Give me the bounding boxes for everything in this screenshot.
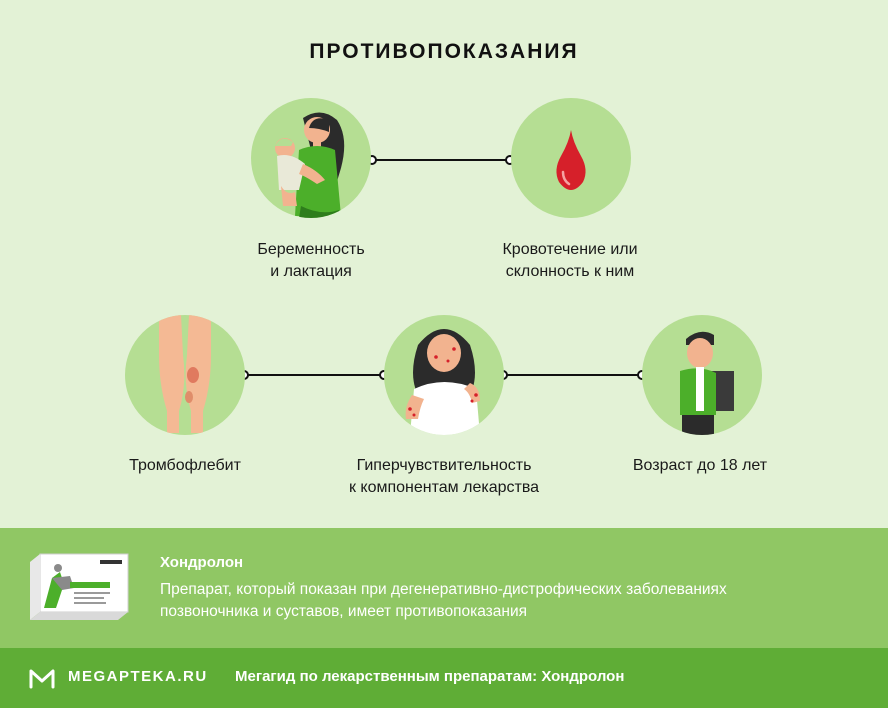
product-name: Хондролон [160, 554, 244, 571]
blood-drop-icon [511, 98, 631, 218]
label-line: склонность к ним [505, 263, 635, 280]
label-line: Беременность [257, 241, 365, 258]
footer-text: Мегагид по лекарственным препаратам: Хон… [235, 668, 625, 685]
contraindication-label-age: Возраст до 18 лет [600, 455, 800, 477]
contraindication-label-bleeding: Кровотечение или склонность к ним [470, 239, 670, 283]
allergic-woman-icon [384, 315, 504, 435]
label-line: и лактация [270, 263, 352, 280]
label-line: Возраст до 18 лет [632, 457, 768, 474]
product-description: Препарат, который показан при дегенерати… [160, 579, 860, 623]
legs-thrombophlebitis-icon [125, 315, 245, 435]
pregnant-woman-with-baby-icon [251, 98, 371, 218]
label-line: Кровотечение или [502, 241, 638, 258]
contraindication-label-thrombophlebitis: Тромбофлебит [85, 455, 285, 477]
connector-line [503, 374, 643, 376]
description-line: Препарат, который показан при дегенерати… [160, 581, 727, 598]
footer: MEGAPTEKA.RU Мегагид по лекарственным пр… [0, 648, 888, 708]
product-box-image [30, 548, 130, 626]
description-line: позвоночника и суставов, имеет противопо… [160, 603, 528, 620]
contraindication-label-pregnancy: Беременность и лактация [211, 239, 411, 283]
contraindication-label-hypersensitivity: Гиперчувствительность к компонентам лека… [314, 455, 574, 499]
megapteka-logo-icon[interactable] [28, 665, 56, 691]
logo-text[interactable]: MEGAPTEKA.RU [68, 668, 208, 685]
label-line: к компонентам лекарства [348, 479, 540, 496]
product-section: Хондролон Препарат, который показан при … [0, 528, 888, 648]
label-line: Тромбофлебит [129, 457, 241, 474]
connector-line [372, 159, 510, 161]
connector-line [244, 374, 384, 376]
teenager-with-backpack-icon [642, 315, 762, 435]
label-line: Гиперчувствительность [356, 457, 532, 474]
page-title: ПРОТИВОПОКАЗАНИЯ [309, 40, 579, 63]
